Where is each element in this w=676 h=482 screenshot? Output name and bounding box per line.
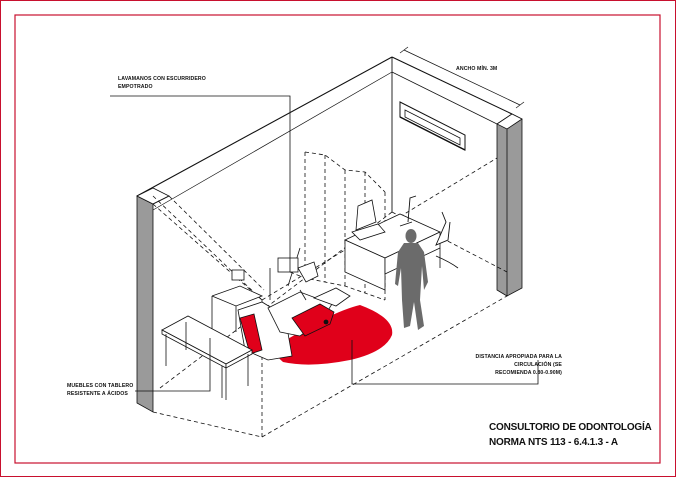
left-wall-section — [136, 195, 154, 413]
drawing-title: CONSULTORIO DE ODONTOLOGÍA — [489, 420, 652, 433]
desk-lamp — [399, 195, 417, 227]
office-chair — [351, 199, 386, 241]
dental-unit — [211, 247, 351, 361]
wall-lamp — [435, 211, 459, 269]
drawing-norm: NORMA NTS 113 - 6.4.1.3 - A — [489, 437, 618, 448]
inner-frame — [14, 14, 661, 464]
furniture-label-line2: RESISTENTE A ÁCIDOS — [67, 390, 128, 397]
sink-label-line1: LAVAMANOS CON ESCURRIDERO — [118, 76, 206, 82]
circulation-area — [270, 305, 393, 365]
furniture-label-line1: MUEBLES CON TABLERO — [67, 383, 133, 389]
distance-label-line1: DISTANCIA APROPIADA PARA LA — [476, 354, 563, 360]
distance-label-line3: RECOMIENDA 0.80-0.90M) — [495, 370, 562, 376]
width-dimension-label: ANCHO MÍN. 3M — [456, 64, 497, 72]
folding-screen — [289, 151, 386, 301]
width-dimension-line — [399, 46, 525, 109]
distance-label-line2: CIRCULACIÓN (SE — [514, 360, 562, 368]
room-walls — [136, 56, 513, 212]
sink-label-line2: EMPOTRADO — [118, 84, 153, 90]
person-figure — [395, 229, 428, 330]
leader-lines — [110, 95, 539, 392]
window — [399, 101, 466, 151]
